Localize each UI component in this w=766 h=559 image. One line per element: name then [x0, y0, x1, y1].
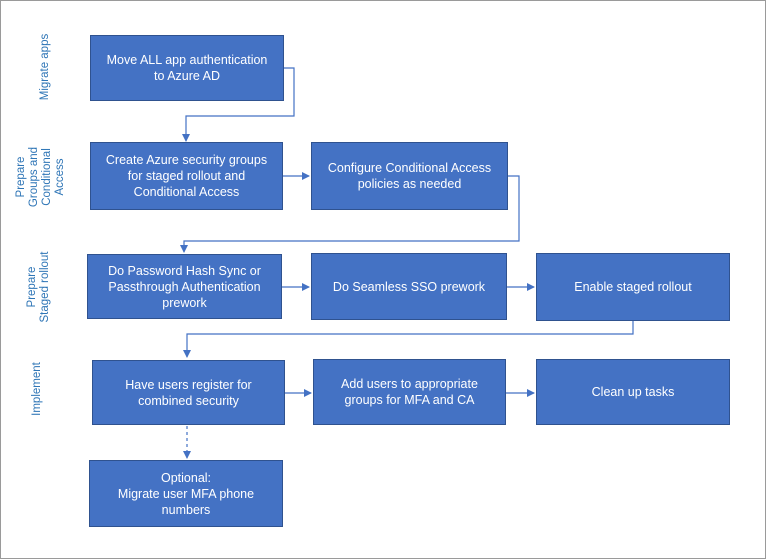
- step-add-users-to-groups: Add users to appropriate groups for MFA …: [313, 359, 506, 425]
- connector-configure-ca-to-phs: [180, 175, 520, 253]
- step-clean-up-tasks: Clean up tasks: [536, 359, 730, 425]
- step-configure-conditional-access: Configure Conditional Access policies as…: [311, 142, 508, 210]
- step-password-hash-sync-prework: Do Password Hash Sync or Passthrough Aut…: [87, 254, 282, 319]
- step-move-app-authentication: Move ALL app authentication to Azure AD: [90, 35, 284, 101]
- step-optional-migrate-mfa-phone-numbers: Optional: Migrate user MFA phone numbers: [89, 460, 283, 527]
- step-seamless-sso-prework: Do Seamless SSO prework: [311, 253, 507, 320]
- connector-enable-staged-to-register-users: [183, 321, 634, 358]
- connector-move-auth-to-create-groups: [182, 67, 295, 142]
- step-enable-staged-rollout: Enable staged rollout: [536, 253, 730, 321]
- step-register-combined-security: Have users register for combined securit…: [92, 360, 285, 425]
- step-create-security-groups: Create Azure security groups for staged …: [90, 142, 283, 210]
